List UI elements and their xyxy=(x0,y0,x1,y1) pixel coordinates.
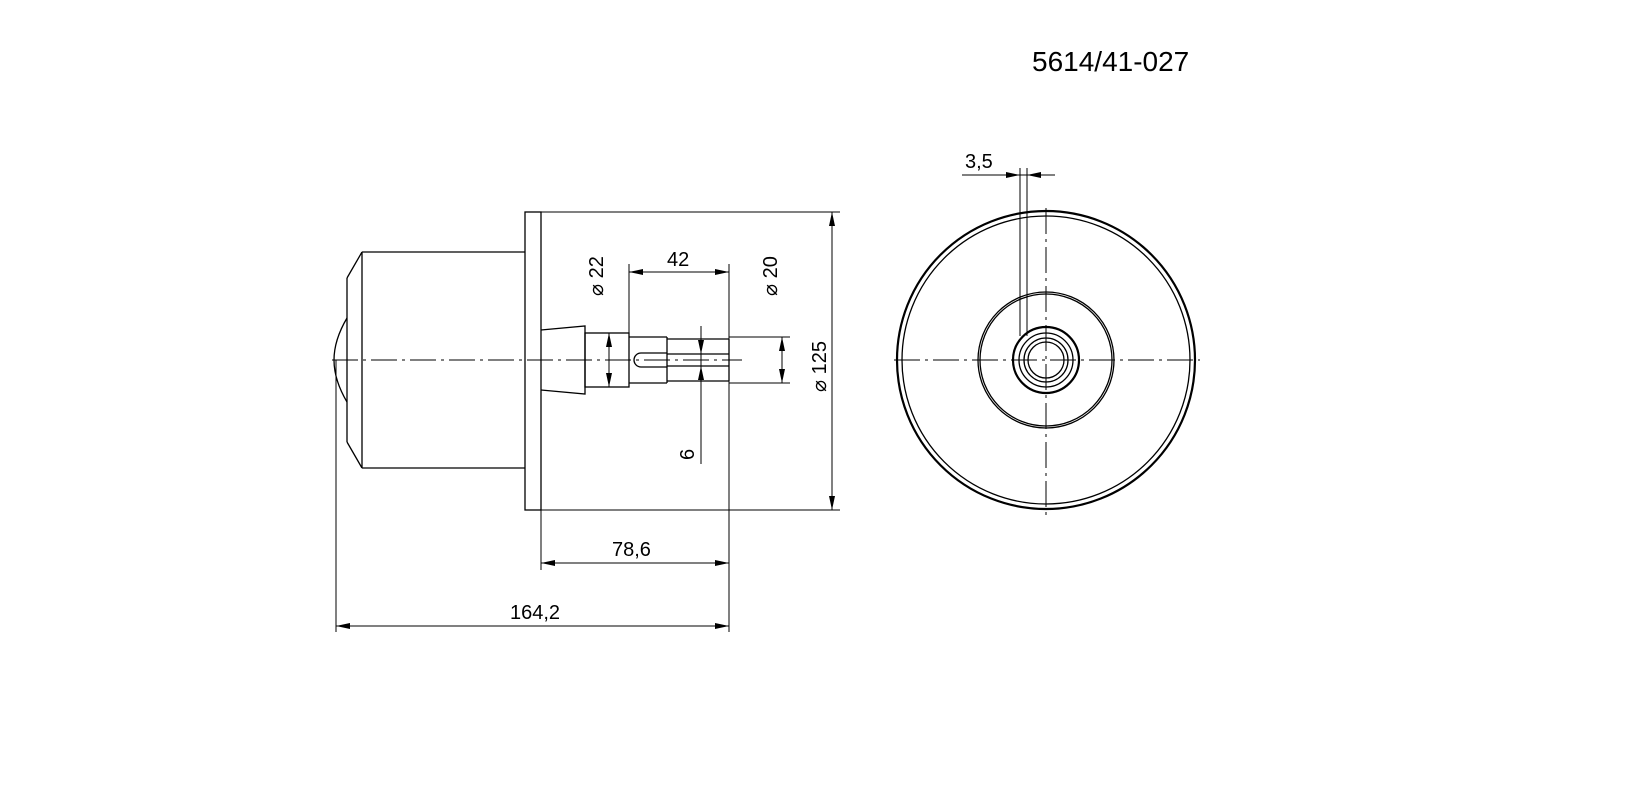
side-view: 164,2 78,6 42 ⌀ 22 xyxy=(332,211,840,632)
diameter-symbol: ⌀ xyxy=(760,284,782,296)
dimension-label: 78,6 xyxy=(612,539,651,561)
hub-inner-circle xyxy=(979,293,1113,427)
dimension-overall-length: 164,2 xyxy=(335,360,730,632)
flange-outer-circle xyxy=(895,209,1197,511)
svg-text:⌀ 22: ⌀ 22 xyxy=(586,256,608,296)
dimension-shaft-diameter-20: ⌀ 20 xyxy=(729,256,790,384)
dimension-label: 22 xyxy=(586,256,608,278)
shaft-circle-inner xyxy=(1027,341,1065,379)
part-number: 5614/41-027 xyxy=(1032,46,1189,77)
svg-text:⌀ 125: ⌀ 125 xyxy=(809,341,831,392)
end-view: 3,5 xyxy=(894,151,1200,516)
dimension-label: 125 xyxy=(809,341,831,374)
dimension-label: 3,5 xyxy=(965,151,993,173)
svg-text:⌀ 20: ⌀ 20 xyxy=(760,256,782,296)
shaft-circle-20 xyxy=(1023,337,1069,383)
flange-inner-circle xyxy=(901,215,1191,505)
dimension-label: 164,2 xyxy=(510,602,560,624)
dimension-label: 20 xyxy=(760,256,782,278)
shaft-circle-22 xyxy=(1018,332,1074,388)
dimension-shaft-diameter-22: ⌀ 22 xyxy=(586,256,612,387)
shaft xyxy=(584,332,730,388)
dimension-label: 6 xyxy=(677,449,699,460)
dimension-label: 42 xyxy=(667,249,689,271)
dimension-key-width: 3,5 xyxy=(962,151,1055,336)
diameter-symbol: ⌀ xyxy=(586,284,608,296)
motor-body xyxy=(333,251,525,469)
hub-outer-circle xyxy=(977,291,1115,429)
diameter-symbol: ⌀ xyxy=(809,380,831,392)
dimension-slot-width: 6 xyxy=(677,326,704,464)
flange xyxy=(524,211,542,511)
dimension-slot-length: 42 xyxy=(628,249,730,339)
shaft-outer-circle xyxy=(1011,325,1081,395)
dimension-flange-diameter: ⌀ 125 xyxy=(541,211,840,511)
dimension-flange-to-shaft-end: 78,6 xyxy=(540,510,729,570)
